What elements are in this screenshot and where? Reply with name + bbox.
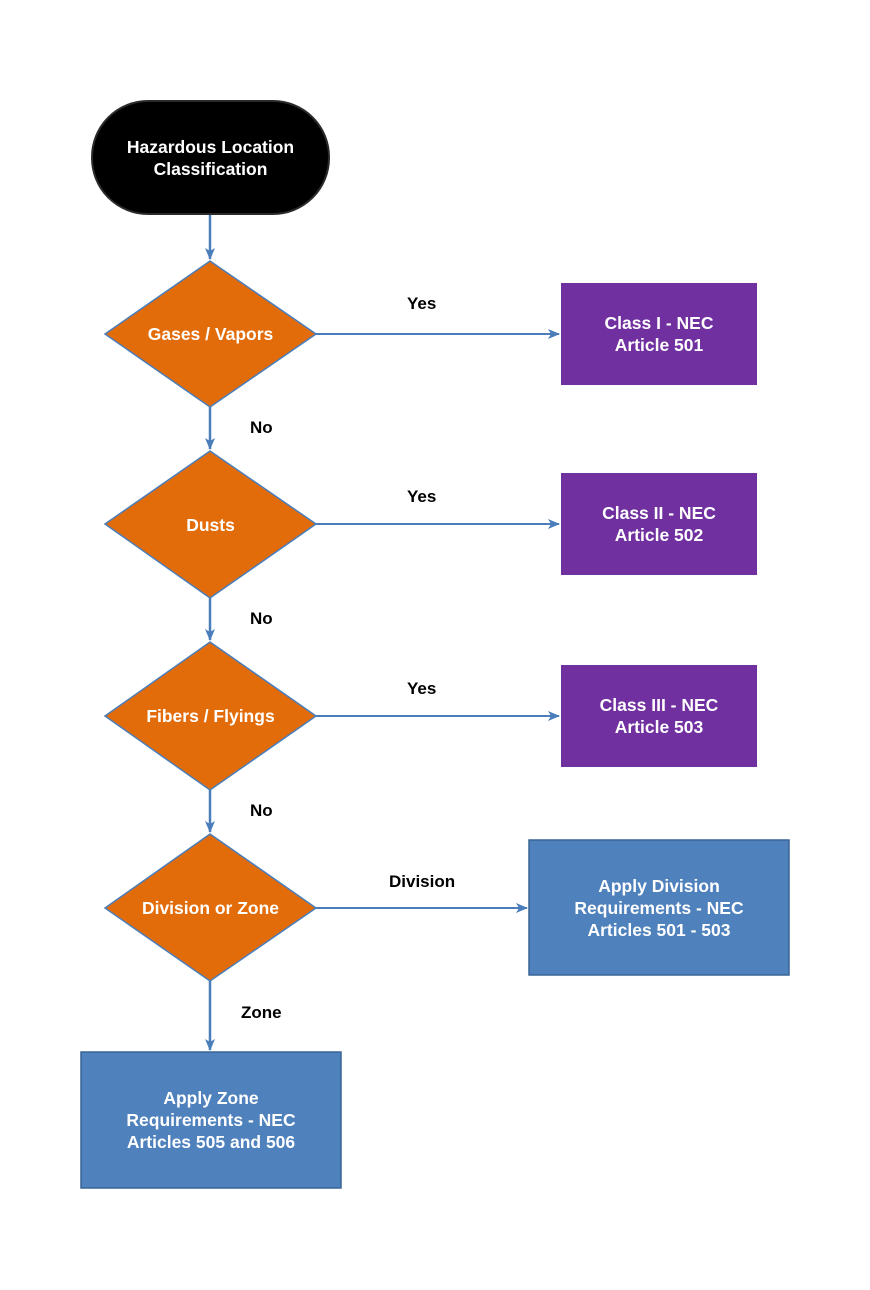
decision-gases-vapors (103, 260, 318, 408)
edge-label-gases-yes: Yes (407, 294, 437, 313)
class2-box (561, 473, 757, 575)
division-requirements-box (528, 839, 790, 976)
decision-division-or-zone (103, 833, 318, 982)
decision-fibers-flyings (103, 641, 318, 791)
edge-label-fibers-no: No (250, 801, 273, 820)
edge-label-fibers-yes: Yes (407, 679, 437, 698)
edge-label-division: Division (389, 872, 456, 891)
decision-dusts (103, 450, 318, 599)
class1-box (561, 283, 757, 385)
edge-label-dusts-yes: Yes (407, 487, 437, 506)
start-terminator (91, 100, 330, 215)
connectors (205, 214, 560, 1051)
edge-label-dusts-no: No (250, 609, 273, 628)
edge-label-gases-no: No (250, 418, 273, 437)
edge-label-zone: Zone (241, 1003, 282, 1022)
class3-box (561, 665, 757, 767)
zone-requirements-box (80, 1051, 342, 1189)
